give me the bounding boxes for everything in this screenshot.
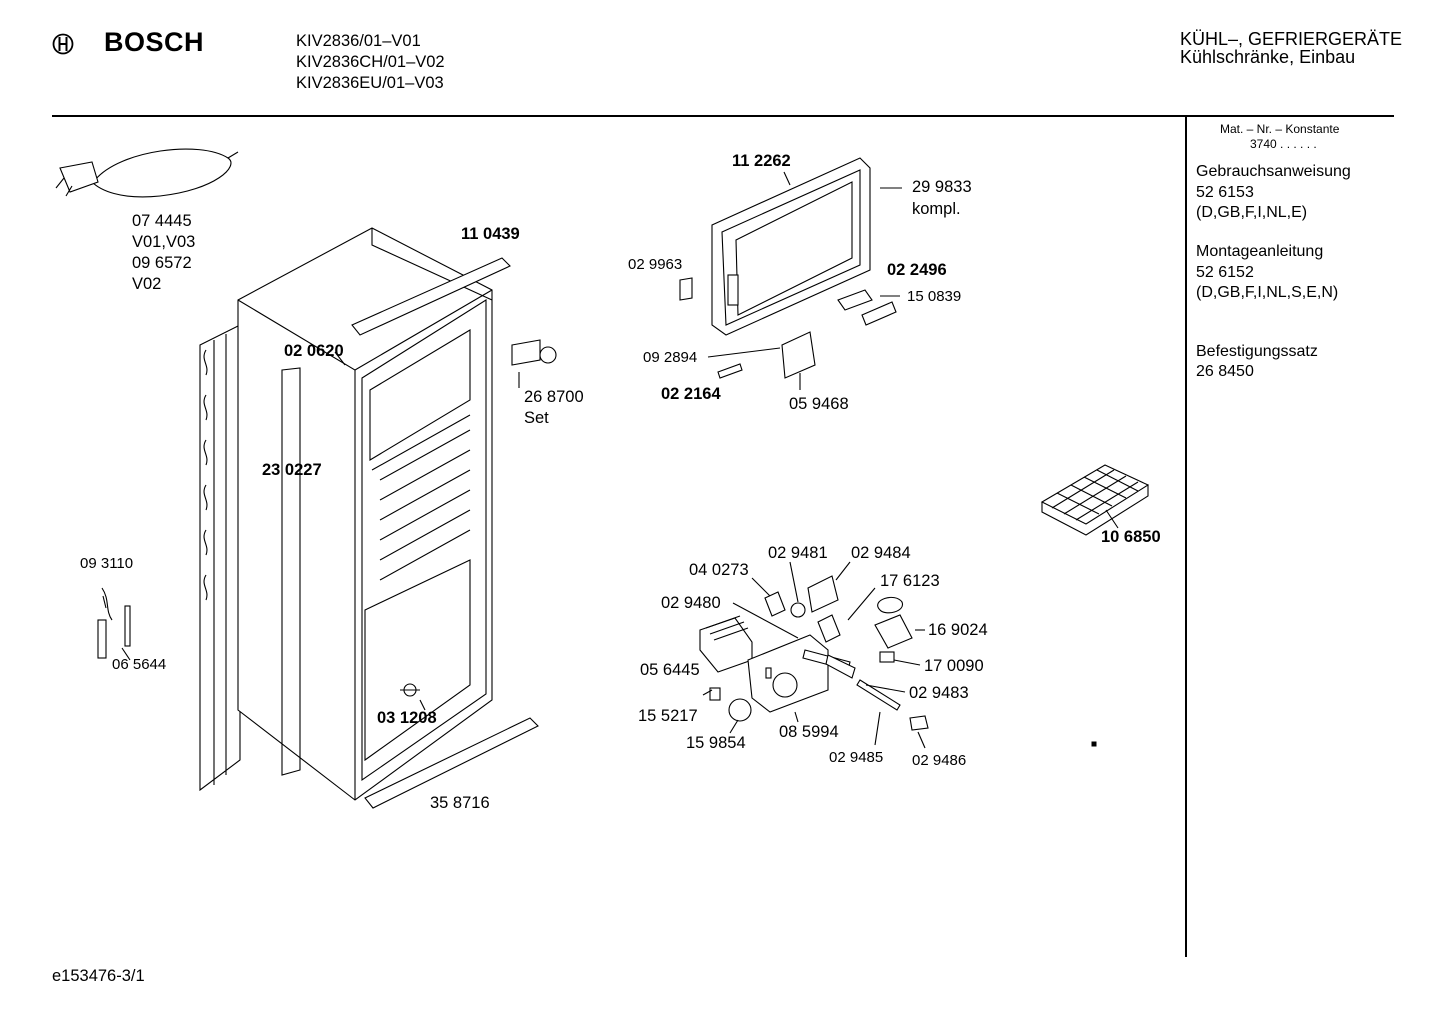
sidebar-section-number: 52 6153	[1196, 184, 1254, 201]
sidebar-section-title: Montageanleitung	[1196, 243, 1324, 260]
hinge-bracket-part	[781, 331, 816, 379]
sidebar-section-number: 52 6152	[1196, 264, 1254, 281]
sidebar-section-langs: (D,GB,F,I,NL,S,E,N)	[1196, 284, 1339, 301]
category-title: KÜHL–, GEFRIERGERÄTE	[1180, 29, 1403, 49]
part-label: 05 9468	[789, 395, 849, 413]
part-label: 11 2262	[732, 152, 791, 170]
part-label: 02 9963	[628, 256, 683, 273]
part-label: 15 9854	[686, 734, 746, 752]
lamp-thermostat-assembly	[699, 575, 929, 731]
part-label: 05 6445	[640, 661, 700, 679]
part-label: 02 2164	[661, 385, 721, 403]
part-variant-label: Set	[524, 409, 549, 427]
stray-mark	[1091, 741, 1097, 747]
sidebar-section-number: 26 8450	[1196, 363, 1254, 380]
part-label: 02 9480	[661, 594, 721, 612]
screw-part	[400, 683, 420, 697]
door-handle-part	[837, 289, 897, 326]
pin-part	[717, 363, 743, 379]
document-id: e153476-3/1	[52, 967, 145, 985]
part-label: 17 0090	[924, 657, 984, 675]
part-label: 02 9483	[909, 684, 969, 702]
part-label: 16 9024	[928, 621, 988, 639]
part-variant-label: V02	[132, 275, 162, 293]
sidebar-section-title: Befestigungssatz	[1196, 343, 1318, 360]
part-label: 15 0839	[907, 288, 962, 305]
mat-nr-label: Mat. – Nr. – Konstante	[1220, 122, 1340, 136]
door-seal-strip-part	[281, 367, 301, 776]
part-label: 17 6123	[880, 572, 940, 590]
category-subtitle: Kühlschränke, Einbau	[1180, 47, 1356, 67]
bottom-bar-part	[364, 717, 539, 809]
model-number-2: KIV2836CH/01–V02	[296, 53, 445, 71]
part-label: 15 5217	[638, 707, 698, 725]
sidebar-divider	[1185, 117, 1187, 957]
condenser-part	[199, 324, 241, 792]
part-label: 09 2894	[643, 349, 698, 366]
part-label: 02 0620	[284, 342, 344, 360]
leader-lines	[102, 171, 1119, 749]
top-bracket-part	[351, 257, 511, 336]
part-label: 02 9486	[912, 752, 967, 769]
freezer-door-part	[711, 157, 871, 336]
hinge-set-part	[511, 339, 557, 366]
part-label: 08 5994	[779, 723, 839, 741]
part-label: 06 5644	[112, 656, 167, 673]
part-label: 09 3110	[80, 555, 134, 572]
part-label: 02 9481	[768, 544, 828, 562]
bosch-armature-logo-icon	[52, 33, 74, 55]
part-label: 23 0227	[262, 461, 322, 479]
sidebar-section-title: Gebrauchsanweisung	[1196, 163, 1351, 180]
header-divider	[52, 115, 1394, 117]
ice-tray-part	[1040, 464, 1150, 536]
part-variant-label: kompl.	[912, 200, 961, 218]
part-label: 09 6572	[132, 254, 192, 272]
part-label: 04 0273	[689, 561, 749, 579]
part-label: 29 9833	[912, 178, 972, 196]
power-cord-part	[55, 148, 239, 198]
clip-part	[679, 277, 693, 301]
part-label: 02 9485	[829, 749, 884, 766]
part-label: 02 2496	[887, 261, 947, 279]
part-label: 35 8716	[430, 794, 490, 812]
part-label: 07 4445	[132, 212, 192, 230]
part-label: 10 6850	[1101, 528, 1161, 546]
part-label: 03 1208	[377, 709, 437, 727]
part-label: 26 8700	[524, 388, 584, 406]
mat-nr-value: 3740 . . . . . .	[1250, 137, 1317, 151]
part-variant-label: V01,V03	[132, 233, 196, 251]
part-label: 11 0439	[461, 225, 520, 243]
model-number-3: KIV2836EU/01–V03	[296, 74, 444, 92]
sensor-part	[97, 587, 131, 659]
sidebar-section-langs: (D,GB,F,I,NL,E)	[1196, 204, 1308, 221]
cabinet-housing-part	[237, 227, 493, 801]
brand-name: BOSCH	[104, 27, 205, 57]
part-label: 02 9484	[851, 544, 911, 562]
model-number-1: KIV2836/01–V01	[296, 32, 421, 50]
